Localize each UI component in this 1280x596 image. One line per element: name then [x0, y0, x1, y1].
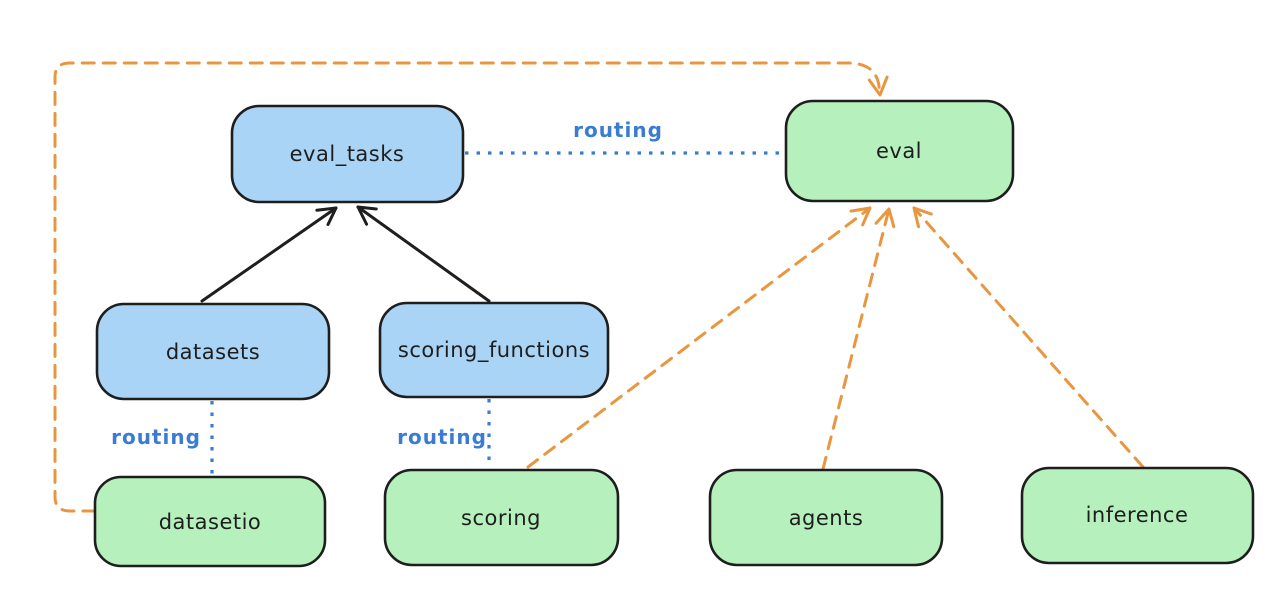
node-datasets-box: [95, 302, 331, 401]
edge-datasets-to-eval-tasks: [200, 206, 338, 303]
node-eval-tasks-label: eval_tasks: [290, 142, 405, 167]
edge-scoring-functions-to-eval-tasks: [356, 205, 491, 303]
node-eval-tasks: eval_tasks: [230, 104, 465, 204]
node-eval: eval: [784, 99, 1015, 203]
node-datasetio-box: [93, 475, 327, 568]
node-datasetio-label: datasetio: [159, 510, 262, 534]
node-inference: inference: [1020, 466, 1255, 565]
edge-agents-to-eval: [821, 207, 896, 471]
node-datasets-label: datasets: [166, 340, 260, 364]
node-inference-box: [1020, 466, 1255, 565]
node-datasetio: datasetio: [93, 475, 327, 568]
edge-scoring-to-eval: [526, 206, 872, 469]
node-eval-tasks-box: [230, 104, 465, 204]
node-eval-label: eval: [876, 139, 922, 163]
node-scoring-box: [383, 468, 620, 567]
node-agents-box: [708, 468, 944, 567]
node-scoring-functions: scoring_functions: [378, 301, 610, 399]
node-scoring-functions-label: scoring_functions: [398, 338, 590, 363]
node-inference-label: inference: [1086, 503, 1189, 527]
node-agents: agents: [708, 468, 944, 567]
node-eval-box: [784, 99, 1015, 203]
node-datasets: datasets: [95, 302, 331, 401]
node-scoring-label: scoring: [461, 506, 541, 530]
node-scoring-functions-box: [378, 301, 610, 399]
routing-label: routing: [573, 118, 663, 142]
node-agents-label: agents: [789, 506, 864, 530]
edge-inference-to-eval: [912, 206, 1145, 469]
node-scoring: scoring: [383, 468, 620, 567]
routing-label: routing: [397, 425, 487, 449]
routing-label: routing: [111, 425, 201, 449]
